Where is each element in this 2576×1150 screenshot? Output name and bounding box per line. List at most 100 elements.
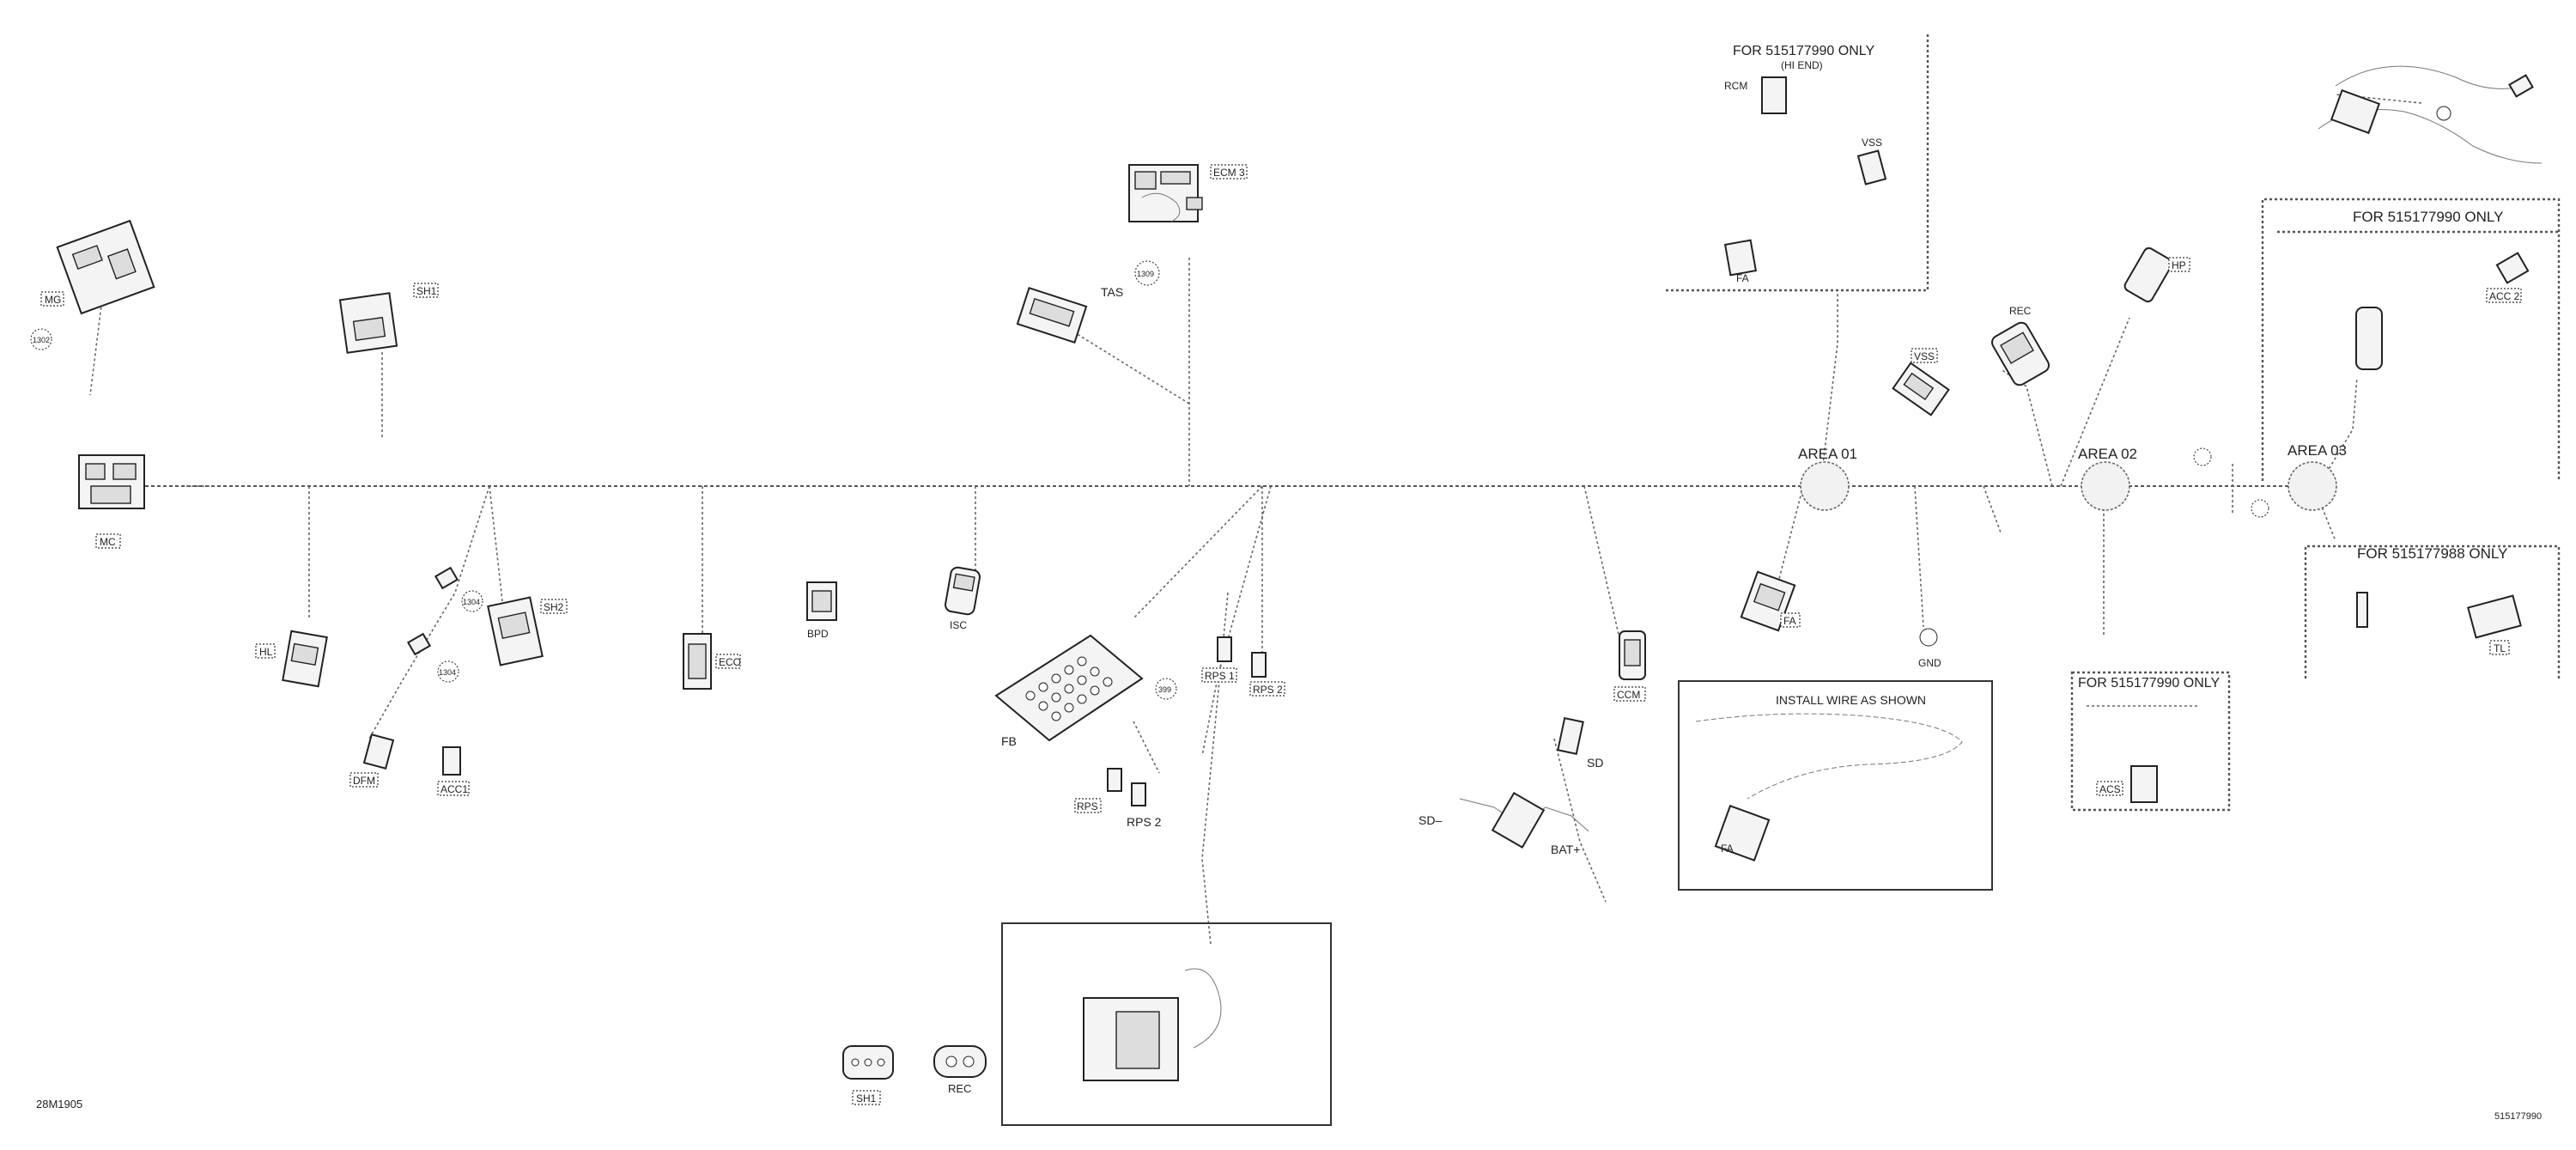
- starter-solenoid: [1459, 791, 1589, 849]
- mc-label: MC: [100, 536, 116, 548]
- sd-minus-label: SD–: [1419, 813, 1442, 827]
- tl-option-box: [2304, 545, 2561, 678]
- area-03-circle: [2287, 461, 2337, 511]
- isc-connector: [945, 566, 981, 616]
- junction-circle-a: [2193, 447, 2212, 466]
- circle-399: 399: [1158, 685, 1171, 694]
- sd-connector: [1557, 716, 1584, 756]
- hp-label: HP: [2172, 259, 2186, 271]
- sh1-bottom-label: SH1: [856, 1092, 877, 1104]
- hl-label: HL: [259, 646, 273, 658]
- tl-connector: [2467, 594, 2522, 639]
- right-box-title: FOR 515177990 ONLY: [2353, 209, 2503, 225]
- diagram-id: 28M1905: [36, 1098, 82, 1110]
- right-box-connector: [2355, 307, 2383, 370]
- rec-bottom-label: REC: [948, 1082, 971, 1095]
- hi-end-subtitle: (HI END): [1781, 59, 1823, 71]
- acs-label: ACS: [2099, 783, 2121, 795]
- vss-label: VSS: [1914, 350, 1935, 362]
- bpd-label: BPD: [807, 628, 829, 640]
- ecm-detail-inset: [1001, 922, 1332, 1126]
- mc-connector: [78, 454, 145, 509]
- rps2-label-a: RPS 2: [1253, 684, 1283, 696]
- rps1-connector: [1217, 636, 1232, 662]
- install-wire-inset: [1678, 680, 1993, 891]
- vss-connector: [1892, 362, 1950, 417]
- acc1-connector: [442, 746, 461, 776]
- ecm-module: [1128, 164, 1203, 222]
- mg-connector: [56, 219, 155, 315]
- fb-label: FB: [1001, 734, 1017, 748]
- sh1-top-label: SH1: [416, 285, 437, 297]
- tl-box-title: FOR 515177988 ONLY: [2357, 545, 2507, 562]
- fa-top-connector: [1723, 239, 1758, 277]
- rps-label: RPS: [1077, 800, 1098, 812]
- ecm-detail-pins: [1115, 1011, 1160, 1069]
- rps2-connector-b: [1131, 782, 1146, 806]
- hi-end-title: FOR 515177990 ONLY: [1733, 44, 1874, 58]
- part-number: 515177990: [2494, 1111, 2542, 1122]
- ground-ring-terminal: [1919, 628, 1938, 647]
- acs-option-box: [2070, 671, 2231, 812]
- rps1-label: RPS 1: [1205, 670, 1235, 682]
- rps2-connector-a: [1251, 652, 1267, 678]
- acc1-label: ACC1: [440, 783, 468, 795]
- ccm-label: CCM: [1617, 689, 1640, 701]
- acs-box-title: FOR 515177990 ONLY: [2078, 676, 2220, 691]
- tl-label: TL: [2494, 642, 2506, 654]
- dfm-label: DFM: [353, 775, 375, 787]
- tl-sensor: [2356, 592, 2368, 628]
- fa-inset-connector: [1714, 805, 1771, 861]
- sh2-label: SH2: [544, 601, 564, 613]
- circle-1304-b: 1304: [439, 668, 456, 677]
- sensor-connector-a: [434, 566, 459, 590]
- rec-connector: [1991, 321, 2050, 386]
- rec-bottom-connector: [933, 1045, 987, 1078]
- accessory-cable-sketch: [2318, 65, 2543, 164]
- circle-1309: 1309: [1137, 270, 1154, 278]
- rec-label: REC: [2009, 305, 2032, 317]
- bat-plus-label: BAT+: [1551, 843, 1580, 856]
- install-wire-title: INSTALL WIRE AS SHOWN: [1776, 693, 1926, 707]
- ecm-label: ECM 3: [1213, 167, 1245, 179]
- fuse-box: [994, 634, 1144, 742]
- acs-connector: [2130, 765, 2158, 803]
- hp-connector: [2123, 246, 2173, 303]
- area-01-circle: [1800, 461, 1850, 511]
- rps-connector: [1107, 768, 1122, 792]
- rcm-connector: [1761, 76, 1787, 114]
- hi-end-option-box: [1666, 34, 1929, 292]
- eco-label: ECO: [719, 656, 741, 668]
- mg-label: MG: [45, 294, 61, 306]
- fa-label: FA: [1783, 615, 1796, 627]
- hl-connector: [282, 630, 328, 688]
- vss-top-connector: [1856, 149, 1887, 186]
- area-01-label: AREA 01: [1798, 446, 1857, 462]
- rcm-label: RCM: [1724, 80, 1747, 92]
- acc2-label: ACC 2: [2489, 290, 2520, 302]
- sd-label: SD: [1587, 756, 1603, 770]
- sensor-connector-b: [406, 632, 432, 656]
- vss-top-label: VSS: [1862, 137, 1882, 149]
- tas-label: TAS: [1101, 285, 1123, 299]
- gnd-label: GND: [1918, 657, 1941, 669]
- sh1-bottom-connector: [842, 1045, 894, 1080]
- area-02-circle: [2081, 461, 2130, 511]
- ccm-connector: [1619, 630, 1646, 680]
- sh1-top-connector: [338, 292, 398, 354]
- eco-connector: [683, 633, 712, 690]
- acc2-connector: [2495, 252, 2530, 284]
- harness-branches: [89, 94, 2422, 946]
- dfm-connector: [362, 733, 395, 770]
- junction-circle-b: [2251, 499, 2269, 518]
- isc-label: ISC: [950, 619, 967, 631]
- circle-1304-a: 1304: [463, 598, 480, 606]
- area-03-label: AREA 03: [2287, 442, 2347, 459]
- tas-connector: [1016, 287, 1088, 344]
- area-02-label: AREA 02: [2078, 446, 2137, 462]
- rps2-label-b: RPS 2: [1127, 815, 1162, 829]
- bpd-connector: [806, 581, 837, 621]
- sh2-connector: [487, 596, 544, 666]
